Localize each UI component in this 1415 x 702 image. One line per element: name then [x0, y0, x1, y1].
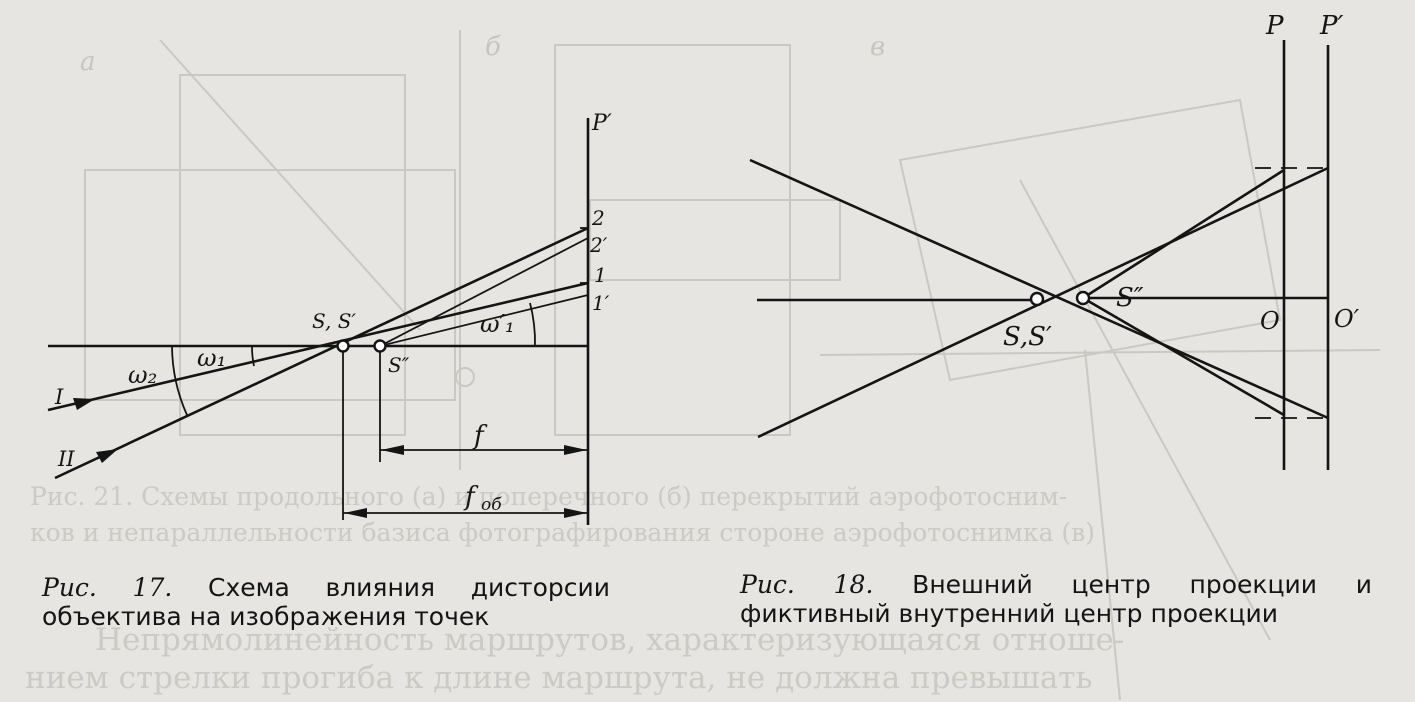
label-s-s-prime: S, S′ [312, 309, 356, 333]
svg-text:в: в [870, 32, 885, 62]
label-omega-1-prime: ω′₁ [480, 310, 515, 338]
ray-upper-left-to-lower-right [749, 158, 1329, 420]
label-o-prime: O′ [1334, 305, 1360, 333]
svg-text:б: б [485, 32, 501, 62]
label-o: O [1260, 307, 1280, 335]
label-f-ob: f [463, 482, 479, 512]
ray-i [47, 281, 589, 412]
label-ray-ii: II [57, 447, 75, 471]
label-point-1-prime: 1′ [592, 291, 610, 315]
label-point-1: 1 [594, 263, 607, 287]
ray-s-double-upper [1082, 168, 1285, 300]
point-s-double-prime-18 [1075, 290, 1091, 306]
ray-ii [54, 226, 589, 480]
ray-s-double-to-2-prime [379, 237, 589, 347]
figure-18-caption: Рис. 18. Внешний центр проекции и фиктив… [740, 570, 1372, 628]
ray-i-arrow [73, 398, 95, 410]
figure-17-caption: Рис. 17. Схема влияния дисторсии объекти… [42, 573, 610, 631]
label-omega-1: ω₁ [197, 344, 226, 372]
ray-s-double-lower [1082, 296, 1285, 417]
figure-18-caption-label: Рис. 18. [740, 570, 874, 599]
dim-f-ob-arrow-left [344, 508, 367, 518]
arc-omega-1 [251, 345, 255, 367]
label-ray-i: I [54, 385, 64, 409]
label-s-s-prime-18: S,S′ [1003, 322, 1052, 352]
bleed-through-graphics: a б в [80, 30, 1381, 701]
label-p-prime-18: P′ [1319, 11, 1343, 41]
svg-text:a: a [80, 47, 96, 77]
label-p: P [1265, 11, 1284, 41]
label-s-double-prime-18: S″ [1116, 283, 1144, 313]
bleed-through-line-2: ков и непараллельности базиса фотографир… [30, 518, 1096, 547]
ray-ii-arrow [96, 449, 118, 463]
dim-f-arrow-right [564, 445, 587, 455]
figure-18-caption-text: Внешний центр проекции и фиктивный внутр… [740, 570, 1372, 628]
bleed-through-line-3: Непрямолинейность маршрутов, характеризу… [95, 622, 1125, 658]
figure-17-diagram: P′ 2 2′ 1 1′ ω′₁ S, S′ S″ ω₂ ω₁ I II f f… [47, 111, 612, 525]
point-s-s-prime-18 [1029, 291, 1045, 307]
label-point-2: 2 [591, 206, 605, 230]
label-p-prime: P′ [591, 111, 612, 136]
ray-s-double-to-1-prime [379, 294, 589, 347]
figure-18-diagram: P P′ S,S′ S″ O O′ [749, 11, 1360, 470]
label-point-2-prime: 2′ [589, 233, 608, 257]
label-s-double-prime: S″ [388, 353, 410, 377]
label-f: f [472, 421, 488, 451]
bleed-through-line-1: Рис. 21. Схемы продольного (а) и попереч… [30, 482, 1068, 511]
point-s-s-prime [336, 339, 350, 353]
dim-f-ob-arrow-right [564, 508, 587, 518]
arc-omega-1-prime [529, 302, 536, 347]
figure-17-caption-text: Схема влияния дисторсии объектива на изо… [42, 573, 611, 631]
dim-f-arrow-left [381, 445, 404, 455]
label-f-ob-subscript: об [481, 495, 502, 515]
point-s-double-prime [373, 339, 387, 353]
arc-omega-2 [171, 345, 188, 416]
bleed-through-line-4: нием стрелки прогиба к длине маршрута, н… [25, 660, 1093, 696]
figure-17-caption-label: Рис. 17. [42, 573, 173, 602]
label-omega-2: ω₂ [128, 361, 157, 389]
